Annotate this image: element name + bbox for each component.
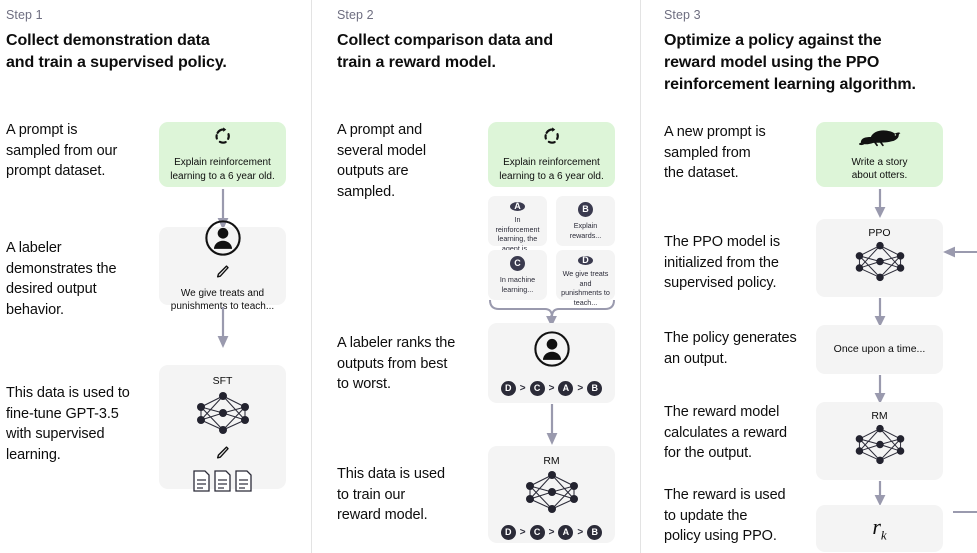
step-3-column: Step 3 Optimize a policy against the rew… — [641, 0, 977, 553]
rank-chip-3: A — [558, 381, 574, 396]
step-2-label: Step 2 — [337, 8, 374, 22]
column-divider-1 — [311, 0, 312, 553]
step-3-reward-card[interactable]: rk — [816, 505, 943, 552]
step-2-description-3: This data is used to train our reward mo… — [337, 466, 445, 524]
step-1-description-3: This data is used to fine-tune GPT-3.5 w… — [6, 385, 130, 464]
step-2-output-card-a[interactable]: A In reinforcement learning, the agent i… — [488, 196, 547, 253]
rm-rank-sep-2: > — [548, 527, 555, 538]
step-2-rm-label: RM — [543, 455, 560, 467]
step-2-title: Collect comparison data and train a rewa… — [337, 30, 637, 74]
reward-symbol: rk — [872, 513, 887, 543]
person-circle-icon — [204, 219, 242, 262]
step-3-title: Optimize a policy against the reward mod… — [664, 30, 974, 96]
step-3-title-line-2: reward model using the PPO — [664, 54, 880, 72]
step-3-arrow-1 — [873, 189, 887, 219]
step-2-output-card-d[interactable]: D We give treats and punishments to teac… — [556, 250, 615, 307]
step-3-output-card[interactable]: Once upon a time... — [816, 325, 943, 374]
cycle-arrows-icon — [542, 126, 562, 151]
chip-d: D — [578, 256, 593, 265]
step-1-sft-card[interactable]: SFT — [159, 365, 286, 492]
rm-rank-chip-2: C — [529, 525, 545, 540]
step-3-description-2: The PPO model is initialized from the su… — [664, 234, 781, 292]
step-1-description-2: A labeler demonstrates the desired outpu… — [6, 240, 117, 319]
pencil-icon — [215, 445, 230, 465]
step-1-labeler-card[interactable]: We give treats and punishments to teach.… — [159, 220, 286, 312]
step-3-prompt-text: Write a story about otters. — [851, 156, 908, 182]
chip-c: C — [510, 256, 525, 271]
step-2-description-1: A prompt and several model outputs are s… — [337, 122, 426, 201]
step-2-ranking-row: D > C > A > B — [500, 381, 603, 396]
step-2-prompt-text: Explain reinforcement learning to a 6 ye… — [499, 157, 604, 182]
step-3-arrow-4 — [873, 481, 887, 507]
step-1-description-1: A prompt is sampled from our prompt data… — [6, 122, 118, 180]
rank-sep-3: > — [577, 383, 584, 394]
step-1-title-line-1: Collect demonstration data — [6, 32, 210, 49]
rank-chip-2: C — [529, 381, 545, 396]
step-3-title-line-1: Optimize a policy against the — [664, 32, 882, 49]
step-3-ppo-card[interactable]: PPO — [816, 219, 943, 297]
rank-sep-2: > — [548, 383, 555, 394]
step-2-output-card-c[interactable]: C In machine learning... — [488, 250, 547, 300]
step-3-feedback-loop-arrow — [941, 240, 977, 535]
step-2-column: Step 2 Collect comparison data and train… — [312, 0, 640, 553]
step-3-ppo-label: PPO — [868, 227, 891, 239]
step-3-label: Step 3 — [664, 8, 701, 22]
rank-chip-1: D — [500, 381, 516, 396]
step-1-prompt-card[interactable]: Explain reinforcement learning to a 6 ye… — [159, 122, 286, 187]
rm-rank-sep-3: > — [577, 527, 584, 538]
step-2-output-text-c: In machine learning... — [499, 275, 536, 294]
step-3-rm-card[interactable]: RM — [816, 402, 943, 480]
step-3-output-text: Once upon a time... — [833, 342, 926, 355]
step-1-arrow-2 — [216, 307, 230, 349]
rm-rank-chip-3: A — [558, 525, 574, 540]
step-3-description-1: A new prompt is sampled from the dataset… — [664, 124, 766, 182]
person-circle-icon — [533, 330, 571, 373]
step-2-description-2: A labeler ranks the outputs from best to… — [337, 335, 456, 393]
step-1-prompt-text: Explain reinforcement learning to a 6 ye… — [170, 157, 275, 182]
step-3-description-4: The reward model calculates a reward for… — [664, 404, 788, 462]
neural-network-icon — [192, 390, 254, 441]
neural-network-icon — [851, 423, 909, 471]
step-1-title-line-2: and train a supervised policy. — [6, 54, 227, 72]
step-3-rm-label: RM — [871, 410, 888, 422]
step-2-prompt-card[interactable]: Explain reinforcement learning to a 6 ye… — [488, 122, 615, 187]
step-1-sft-label: SFT — [212, 375, 233, 387]
step-3-arrow-3 — [873, 375, 887, 405]
step-2-ranking-card[interactable]: D > C > A > B — [488, 323, 615, 403]
step-2-rm-card[interactable]: RM D — [488, 446, 615, 543]
step-2-output-text-b: Explain rewards... — [569, 221, 602, 240]
rank-sep-1: > — [519, 383, 526, 394]
step-3-title-line-3: reinforcement learning algorithm. — [664, 76, 916, 94]
column-divider-2 — [640, 0, 641, 553]
rank-chip-4: B — [587, 381, 603, 396]
step-2-rm-ranking-row: D > C > A > B — [500, 525, 603, 540]
step-1-title: Collect demonstration data and train a s… — [6, 30, 296, 74]
chip-a: A — [510, 202, 525, 211]
step-2-output-card-b[interactable]: B Explain rewards... — [556, 196, 615, 246]
step-3-description-5: The reward is used to update the policy … — [664, 487, 786, 545]
rm-rank-sep-1: > — [519, 527, 526, 538]
step-2-title-line-2: train a reward model. — [337, 54, 496, 72]
step-3-prompt-card[interactable]: Write a story about otters. — [816, 122, 943, 187]
step-2-arrow-2 — [545, 404, 559, 446]
step-2-brace-arrow — [488, 299, 615, 333]
rm-rank-chip-4: B — [587, 525, 603, 540]
step-1-column: Step 1 Collect demonstration data and tr… — [0, 0, 311, 553]
otter-icon — [858, 127, 902, 152]
step-1-labeler-text: We give treats and punishments to teach.… — [170, 288, 275, 312]
step-3-arrow-2 — [873, 298, 887, 328]
neural-network-icon — [521, 469, 583, 520]
neural-network-icon — [851, 240, 909, 288]
step-2-output-text-d: We give treats and punishments to teach.… — [561, 269, 610, 307]
step-2-output-text-a: In reinforcement learning, the agent is.… — [495, 215, 540, 253]
documents-icon — [192, 469, 254, 498]
chip-b: B — [578, 202, 593, 217]
rm-rank-chip-1: D — [500, 525, 516, 540]
step-3-description-3: The policy generates an output. — [664, 330, 797, 367]
pencil-icon — [215, 264, 230, 284]
step-2-title-line-1: Collect comparison data and — [337, 32, 554, 49]
step-1-label: Step 1 — [6, 8, 43, 22]
cycle-arrows-icon — [213, 126, 233, 151]
